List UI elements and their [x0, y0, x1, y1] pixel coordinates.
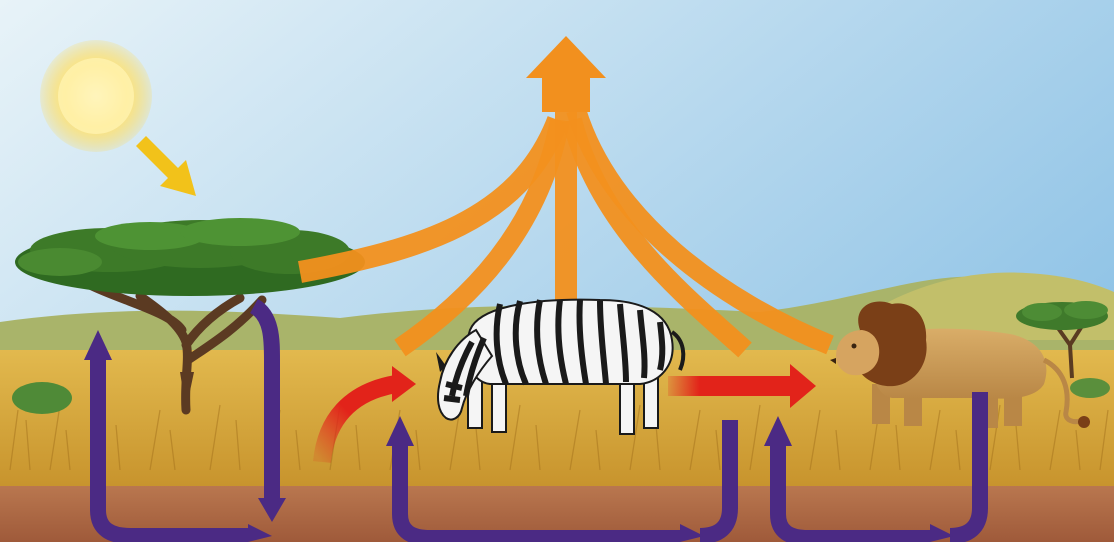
energy-arrow-zebra-to-lion [668, 376, 794, 396]
bush-right [1070, 378, 1110, 398]
bush-left [12, 382, 72, 414]
sun-core [58, 58, 134, 134]
